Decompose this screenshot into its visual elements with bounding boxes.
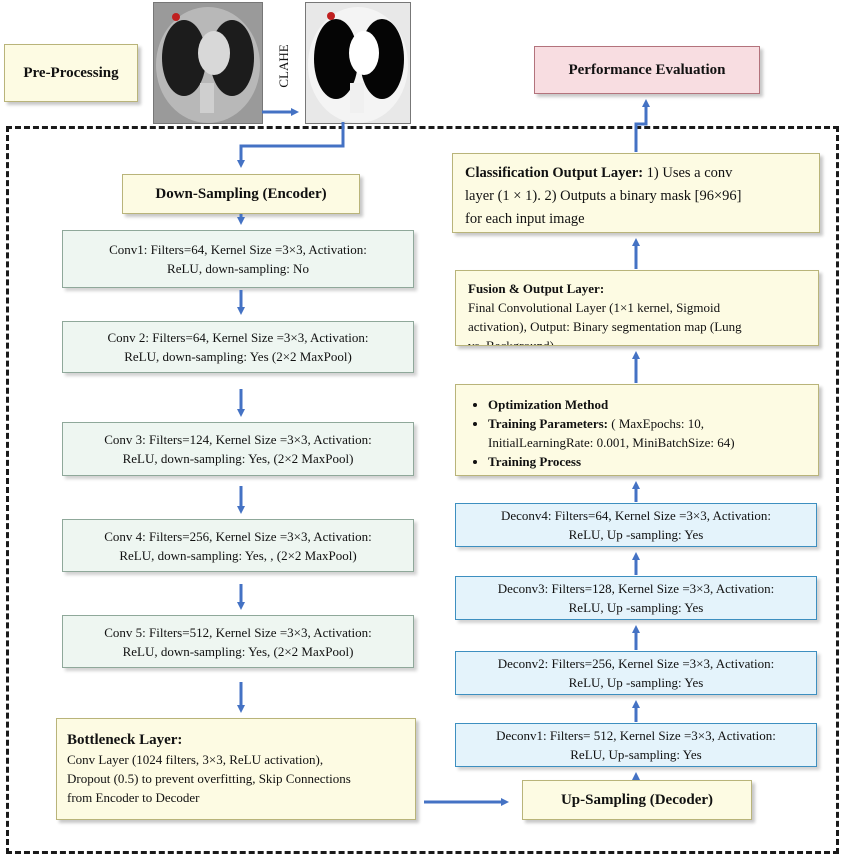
encoder-layer-conv2: Conv 2: Filters=64, Kernel Size =3×3, Ac… bbox=[62, 321, 414, 373]
fusion-line1: Final Convolutional Layer (1×1 kernel, S… bbox=[468, 300, 721, 315]
encoder-layer-conv5: Conv 5: Filters=512, Kernel Size =3×3, A… bbox=[62, 615, 414, 668]
classification-line3: for each input image bbox=[465, 211, 585, 227]
decoder-layer-line1: Deconv1: Filters= 512, Kernel Size =3×3,… bbox=[496, 728, 776, 743]
clahe-label: CLAHE bbox=[276, 44, 291, 88]
decoder-layer-deconv2: Deconv2: Filters=256, Kernel Size =3×3, … bbox=[455, 651, 817, 695]
training-item-optimization: Optimization Method bbox=[488, 397, 609, 412]
preprocessing-box: Pre-Processing bbox=[4, 44, 138, 102]
classification-line2: layer (1 × 1). 2) Outputs a binary mask … bbox=[465, 188, 742, 204]
bottleneck-line1: Conv Layer (1024 filters, 3×3, ReLU acti… bbox=[67, 752, 324, 767]
preprocessing-label: Pre-Processing bbox=[23, 64, 119, 81]
decoder-layer-deconv4: Deconv4: Filters=64, Kernel Size =3×3, A… bbox=[455, 503, 817, 547]
training-box: Optimization Method Training Parameters:… bbox=[455, 384, 819, 476]
decoder-layer-line1: Deconv4: Filters=64, Kernel Size =3×3, A… bbox=[500, 508, 772, 523]
decoder-title-box: Up-Sampling (Decoder) bbox=[522, 780, 752, 820]
encoder-layer-conv1: Conv1: Filters=64, Kernel Size =3×3, Act… bbox=[62, 230, 414, 288]
classification-title: Classification Output Layer: bbox=[465, 165, 644, 181]
classification-text1: 1) Uses a conv bbox=[643, 165, 733, 181]
encoder-layer-line2: ReLU, down-sampling: Yes, , (2×2 MaxPool… bbox=[119, 547, 357, 563]
encoder-layer-line1: Conv 2: Filters=64, Kernel Size =3×3, Ac… bbox=[107, 330, 369, 345]
network-frame bbox=[6, 126, 839, 854]
encoder-layer-line2: ReLU, down-sampling: Yes, (2×2 MaxPool) bbox=[122, 643, 354, 659]
fusion-output-box: Fusion & Output Layer: Final Convolution… bbox=[455, 270, 819, 346]
training-item-parameters-text: ( MaxEpochs: 10, bbox=[607, 416, 705, 431]
decoder-layer-line2: ReLU, Up-sampling: Yes bbox=[570, 747, 702, 762]
encoder-title-box: Down-Sampling (Encoder) bbox=[122, 174, 360, 214]
encoder-layer-line2: ReLU, down-sampling: No bbox=[167, 261, 309, 276]
fusion-title: Fusion & Output Layer: bbox=[468, 281, 605, 296]
encoder-layer-line1: Conv 4: Filters=256, Kernel Size =3×3, A… bbox=[104, 528, 372, 544]
bottleneck-line2: Dropout (0.5) to prevent overfitting, Sk… bbox=[67, 771, 351, 786]
bottleneck-title: Bottleneck Layer: bbox=[67, 732, 183, 748]
encoder-layer-line2: ReLU, down-sampling: Yes (2×2 MaxPool) bbox=[124, 349, 352, 364]
performance-evaluation-label: Performance Evaluation bbox=[568, 61, 726, 78]
encoder-layer-line1: Conv 5: Filters=512, Kernel Size =3×3, A… bbox=[104, 624, 372, 640]
encoder-layer-line1: Conv 3: Filters=124, Kernel Size =3×3, A… bbox=[104, 432, 372, 447]
decoder-title: Up-Sampling (Decoder) bbox=[560, 791, 714, 808]
encoder-layer-line1: Conv1: Filters=64, Kernel Size =3×3, Act… bbox=[109, 242, 367, 257]
decoder-layer-deconv1: Deconv1: Filters= 512, Kernel Size =3×3,… bbox=[455, 723, 817, 767]
encoder-layer-conv4: Conv 4: Filters=256, Kernel Size =3×3, A… bbox=[62, 519, 414, 572]
decoder-layer-line2: ReLU, Up -sampling: Yes bbox=[568, 527, 704, 542]
encoder-title: Down-Sampling (Encoder) bbox=[155, 185, 327, 202]
training-item-parameters-label: Training Parameters: bbox=[488, 416, 608, 431]
decoder-layer-line1: Deconv2: Filters=256, Kernel Size =3×3, … bbox=[497, 656, 775, 671]
fusion-line3: vs. Background) bbox=[468, 338, 554, 346]
ct-scan-original-image bbox=[153, 2, 263, 124]
encoder-layer-conv3: Conv 3: Filters=124, Kernel Size =3×3, A… bbox=[62, 422, 414, 476]
bottleneck-line3: from Encoder to Decoder bbox=[67, 790, 200, 805]
decoder-layer-line1: Deconv3: Filters=128, Kernel Size =3×3, … bbox=[497, 581, 775, 596]
training-item-process: Training Process bbox=[488, 454, 582, 469]
bottleneck-box: Bottleneck Layer: Conv Layer (1024 filte… bbox=[56, 718, 416, 820]
training-item-parameters-line2: InitialLearningRate: 0.001, MiniBatchSiz… bbox=[488, 435, 735, 450]
decoder-layer-line2: ReLU, Up -sampling: Yes bbox=[568, 675, 704, 690]
ct-scan-clahe-image bbox=[305, 2, 411, 124]
encoder-layer-line2: ReLU, down-sampling: Yes, (2×2 MaxPool) bbox=[122, 451, 354, 466]
decoder-layer-deconv3: Deconv3: Filters=128, Kernel Size =3×3, … bbox=[455, 576, 817, 620]
decoder-layer-line2: ReLU, Up -sampling: Yes bbox=[568, 600, 704, 615]
performance-evaluation-box: Performance Evaluation bbox=[534, 46, 760, 94]
classification-output-box: Classification Output Layer: 1) Uses a c… bbox=[452, 153, 820, 233]
fusion-line2: activation), Output: Binary segmentation… bbox=[468, 319, 742, 334]
